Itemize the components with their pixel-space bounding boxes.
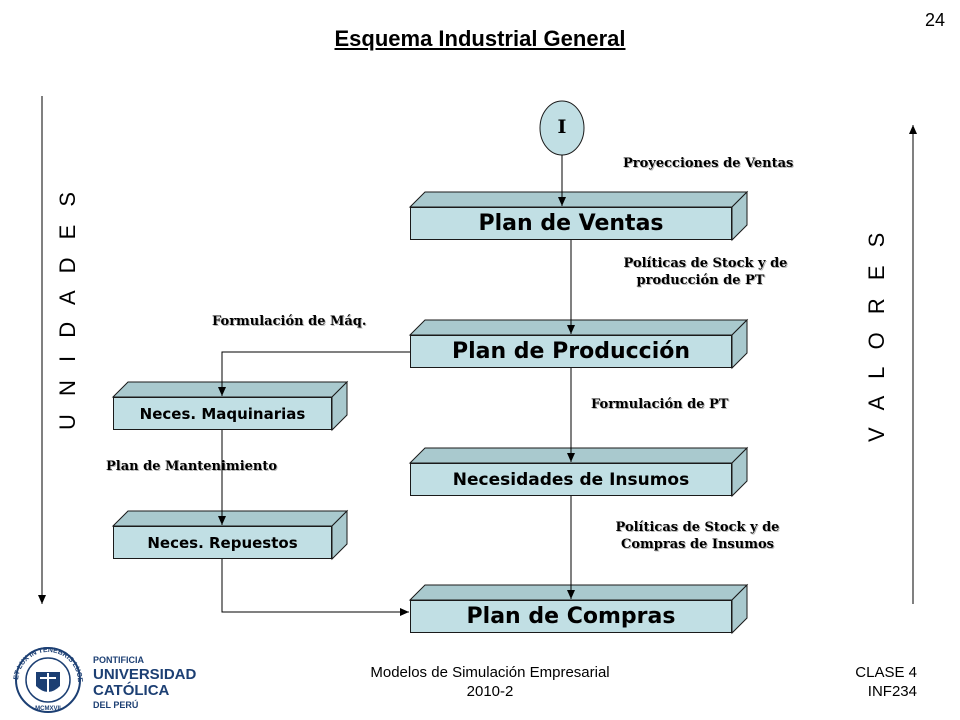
necesidades-insumos-box: Necesidades de Insumos	[410, 463, 732, 496]
footer-course: Modelos de Simulación Empresarial 2010-2	[300, 663, 680, 701]
page-title: Esquema Industrial General	[0, 26, 960, 52]
page-title-text: Esquema Industrial General	[334, 26, 626, 51]
footer-class-code: INF234	[867, 683, 917, 700]
neces-repuestos-box: Neces. Repuestos	[113, 526, 332, 559]
note-politicas-stock-pt-line2: producción de PT	[636, 273, 765, 288]
note-plan-mantenimiento: Plan de Mantenimiento	[106, 459, 278, 474]
unidades-axis-label: U N I D A D E S	[55, 185, 80, 430]
university-wordmark: PONTIFICIA UNIVERSIDAD CATÓLICA DEL PERÚ	[93, 654, 196, 712]
flow-connectors	[38, 96, 917, 616]
note-politicas-compras-line2: Compras de Insumos	[621, 537, 774, 552]
seal-year: MCMXVII	[35, 706, 61, 712]
university-seal-icon: ET LUX IN TENEBRIS LUCET MCMXVII	[8, 642, 83, 713]
wordmark-line4: DEL PERÚ	[93, 700, 139, 710]
wordmark-line3: CATÓLICA	[93, 682, 170, 699]
plan-ventas-box: Plan de Ventas	[410, 207, 732, 240]
footer-class-number: CLASE 4	[855, 664, 917, 681]
wordmark-line2: UNIVERSIDAD	[93, 666, 197, 683]
arrow-produccion-to-maquinarias	[218, 351, 410, 396]
plan-produccion-box: Plan de Producción	[410, 335, 732, 368]
note-proyecciones-ventas: Proyecciones de Ventas	[623, 156, 794, 171]
note-politicas-stock-pt-line1: Políticas de Stock y de	[623, 256, 788, 271]
start-node-label: I	[557, 116, 567, 138]
valores-axis-label: V A L O R E S	[864, 226, 889, 442]
neces-maquinarias-box: Neces. Maquinarias	[113, 397, 332, 430]
plan-compras-box: Plan de Compras	[410, 600, 732, 633]
note-formulacion-maq: Formulación de Máq.	[212, 314, 367, 329]
arrow-repuestos-to-compras	[221, 559, 409, 616]
note-formulacion-pt: Formulación de PT	[591, 397, 729, 412]
wordmark-line1: PONTIFICIA	[93, 655, 144, 665]
note-politicas-stock-pt: Políticas de Stock y de producción de PT	[598, 255, 813, 289]
page-number: 24	[924, 10, 945, 30]
footer-course-title: Modelos de Simulación Empresarial	[370, 664, 610, 681]
note-politicas-compras: Políticas de Stock y de Compras de Insum…	[585, 519, 810, 553]
footer-class: CLASE 4 INF234	[780, 663, 917, 701]
footer-course-term: 2010-2	[466, 683, 514, 700]
note-politicas-compras-line1: Políticas de Stock y de	[615, 520, 780, 535]
